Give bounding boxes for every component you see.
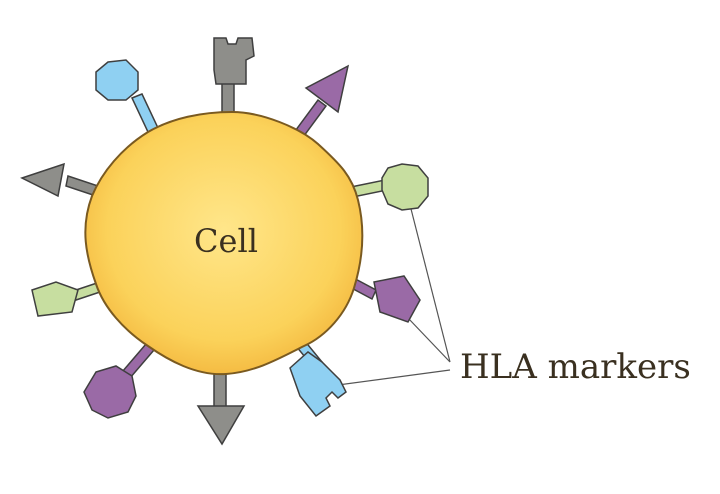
gray-arrow-left-marker xyxy=(20,162,65,198)
purple-pentagon-marker xyxy=(373,275,421,323)
gray-arrow-down-marker xyxy=(196,405,246,446)
green-pentagon-marker xyxy=(31,281,79,317)
callout-lines xyxy=(337,204,451,386)
blue-octagon-marker xyxy=(95,59,139,101)
gray-notched-marker xyxy=(213,37,255,85)
cell-body xyxy=(84,110,364,376)
purple-arrow-marker xyxy=(304,64,350,114)
green-octagon-marker xyxy=(381,163,429,211)
hla-markers-label: HLA markers xyxy=(460,347,691,387)
cell-label: Cell xyxy=(194,222,258,260)
blue-notched-marker xyxy=(289,351,347,418)
purple-octagon-marker xyxy=(83,365,137,419)
